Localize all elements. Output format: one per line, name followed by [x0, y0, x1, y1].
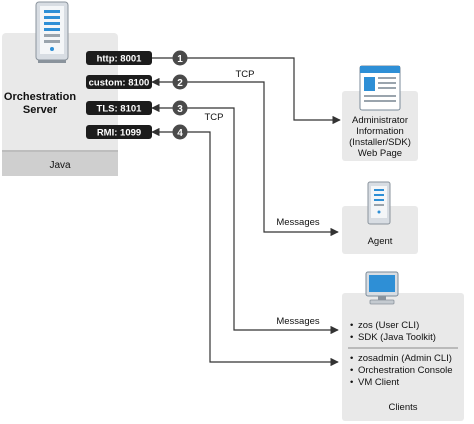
- desktop-computer-icon: [365, 271, 399, 305]
- port-label-tls: TLS: 8101: [97, 104, 143, 115]
- admin-info-line4: Web Page: [358, 148, 402, 159]
- admin-info-line2: Information: [356, 126, 404, 137]
- badge-number-3: 3: [177, 104, 183, 115]
- client-item-zos: • zos (User CLI): [350, 320, 419, 331]
- port-pill-http: http: 8001: [86, 51, 152, 65]
- server-title-line1: Orchestration: [4, 91, 76, 103]
- messages-label-agent: Messages: [276, 217, 320, 228]
- admin-info-line1: Administrator: [352, 115, 408, 126]
- badge-2: 2: [172, 74, 188, 90]
- admin-info-line3: (Installer/SDK): [349, 137, 411, 148]
- server-title-line2: Server: [23, 104, 58, 116]
- port-label-rmi: RMI: 1099: [97, 128, 141, 139]
- port-label-http: http: 8001: [97, 54, 143, 65]
- client-item-sdk-label: SDK (Java Toolkit): [358, 332, 436, 343]
- client-item-console-label: Orchestration Console: [358, 365, 453, 376]
- bullet: •: [350, 332, 353, 343]
- agent-panel: [342, 206, 418, 254]
- bullet: •: [350, 365, 353, 376]
- client-item-sdk: • SDK (Java Toolkit): [350, 332, 436, 343]
- client-item-zos-label: zos (User CLI): [358, 320, 419, 331]
- clients-footer-label: Clients: [388, 402, 417, 413]
- client-item-vm-client: • VM Client: [350, 377, 400, 388]
- client-item-zosadmin-label: zosadmin (Admin CLI): [358, 353, 452, 364]
- port-pill-rmi: RMI: 1099: [86, 125, 152, 139]
- bullet: •: [350, 320, 353, 331]
- tcp-label-port3: TCP: [205, 112, 224, 123]
- clients-panel: [342, 293, 464, 421]
- badge-1: 1: [172, 50, 188, 66]
- port-pill-tls: TLS: 8101: [86, 101, 152, 115]
- agent-server-icon: [367, 181, 391, 225]
- bullet: •: [350, 377, 353, 388]
- bullet: •: [350, 353, 353, 364]
- messages-label-clients: Messages: [276, 316, 320, 327]
- web-page-monitor-icon: [359, 65, 401, 111]
- client-item-zosadmin: • zosadmin (Admin CLI): [350, 353, 452, 364]
- server-footer-label: Java: [49, 160, 71, 171]
- badge-number-1: 1: [177, 54, 183, 65]
- server-tower-icon: [35, 1, 69, 63]
- client-item-console: • Orchestration Console: [350, 365, 453, 376]
- port-pill-custom: custom: 8100: [86, 75, 152, 89]
- port-label-custom: custom: 8100: [89, 78, 150, 89]
- badge-4: 4: [172, 124, 188, 140]
- client-item-vm-client-label: VM Client: [358, 377, 400, 388]
- agent-label: Agent: [368, 236, 393, 247]
- badge-number-2: 2: [177, 78, 183, 89]
- tcp-label-port2: TCP: [236, 69, 255, 80]
- connection-line-4: [151, 127, 339, 367]
- badge-3: 3: [172, 100, 188, 116]
- orchestration-server-panel: [2, 33, 118, 176]
- badge-number-4: 4: [177, 128, 183, 139]
